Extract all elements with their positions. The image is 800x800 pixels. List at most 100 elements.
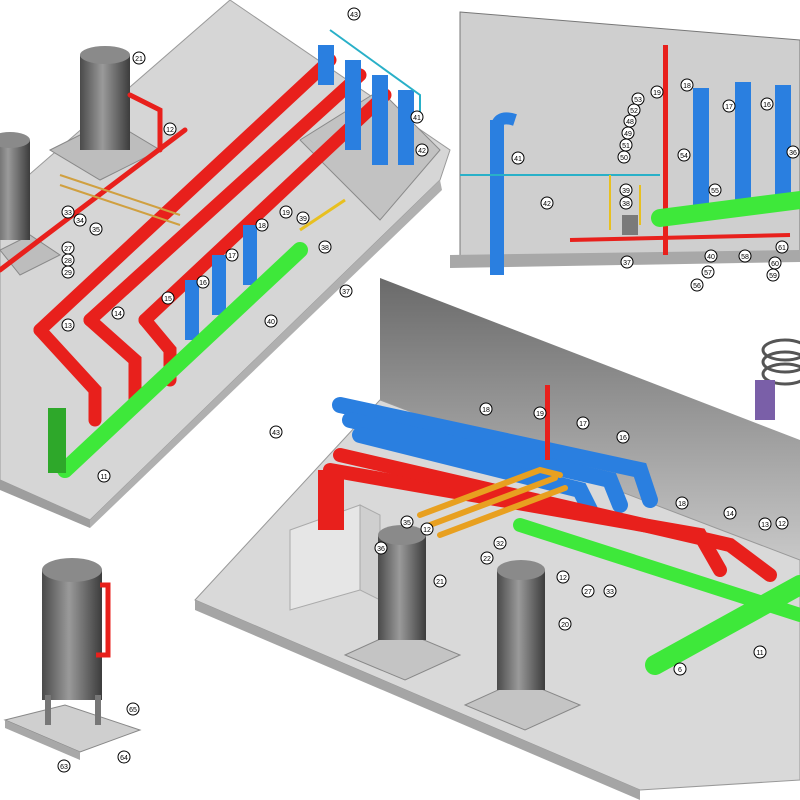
green-header <box>48 242 308 478</box>
svg-text:12: 12 <box>423 527 431 534</box>
callout: 49 <box>621 126 635 140</box>
svg-text:19: 19 <box>282 210 290 217</box>
callout: 36 <box>374 541 388 555</box>
relief-pipe <box>96 582 111 658</box>
callout: 51 <box>619 138 633 152</box>
callout: 18 <box>680 78 694 92</box>
callout: 54 <box>677 148 691 162</box>
callout: 41 <box>410 110 424 124</box>
callout: 16 <box>616 430 630 444</box>
callout: 35 <box>400 515 414 529</box>
callout: 11 <box>97 469 111 483</box>
svg-text:43: 43 <box>350 12 358 19</box>
svg-text:12: 12 <box>778 521 786 528</box>
hot-riser <box>545 385 550 460</box>
callouts: 65 63 64 <box>57 702 140 773</box>
callout: 43 <box>269 425 283 439</box>
coil-unit <box>755 338 800 420</box>
callout: 18 <box>255 218 269 232</box>
callout: 38 <box>619 196 633 210</box>
svg-text:17: 17 <box>579 421 587 428</box>
green-header <box>645 575 800 675</box>
svg-text:32: 32 <box>496 541 504 548</box>
storage-tank <box>378 525 426 640</box>
callout: 20 <box>558 617 572 631</box>
callout: 14 <box>723 506 737 520</box>
callout: 19 <box>533 406 547 420</box>
callout: 17 <box>722 99 736 113</box>
callout: 42 <box>540 196 554 210</box>
svg-text:49: 49 <box>624 131 632 138</box>
svg-text:55: 55 <box>711 188 719 195</box>
callout: 17 <box>225 248 239 262</box>
svg-text:19: 19 <box>653 90 661 97</box>
svg-text:17: 17 <box>725 104 733 111</box>
svg-text:28: 28 <box>64 258 72 265</box>
svg-text:42: 42 <box>543 201 551 208</box>
svg-text:53: 53 <box>634 97 642 104</box>
callout: 22 <box>480 551 494 565</box>
svg-text:65: 65 <box>129 707 137 714</box>
callout: 65 <box>126 702 140 716</box>
svg-text:58: 58 <box>741 254 749 261</box>
view-bottom-left: 65 63 64 <box>3 558 142 773</box>
view-top-right: 41 42 19 18 17 16 53 52 48 49 51 50 54 5… <box>450 11 800 292</box>
svg-text:34: 34 <box>76 218 84 225</box>
callout: 58 <box>738 249 752 263</box>
cold-pipes <box>332 397 658 518</box>
slab-edge <box>0 480 90 528</box>
callout: 33 <box>603 584 617 598</box>
tank-pad-edge <box>5 720 80 760</box>
svg-text:29: 29 <box>64 270 72 277</box>
callout: 36 <box>786 145 800 159</box>
svg-text:27: 27 <box>64 246 72 253</box>
callout: 39 <box>619 183 633 197</box>
svg-text:21: 21 <box>135 56 143 63</box>
callout: 60 <box>768 256 782 270</box>
svg-text:59: 59 <box>769 273 777 280</box>
callout: 38 <box>318 240 332 254</box>
svg-text:41: 41 <box>413 115 421 122</box>
callout: 32 <box>493 536 507 550</box>
svg-text:40: 40 <box>707 254 715 261</box>
svg-text:12: 12 <box>559 575 567 582</box>
callout: 19 <box>650 85 664 99</box>
callout: 43 <box>347 7 361 21</box>
svg-text:64: 64 <box>120 755 128 762</box>
callouts: 43 18 19 17 16 36 35 12 18 14 13 12 21 2… <box>269 402 789 676</box>
svg-text:52: 52 <box>630 108 638 115</box>
svg-text:18: 18 <box>258 223 266 230</box>
svg-text:13: 13 <box>761 522 769 529</box>
callout: 63 <box>57 759 71 773</box>
callouts: 41 42 19 18 17 16 53 52 48 49 51 50 54 5… <box>511 78 800 292</box>
svg-text:57: 57 <box>704 270 712 277</box>
callout: 39 <box>296 211 310 225</box>
callout: 33 <box>61 205 75 219</box>
slab-edge <box>195 600 640 800</box>
svg-text:51: 51 <box>622 143 630 150</box>
svg-text:17: 17 <box>228 253 236 260</box>
svg-text:14: 14 <box>726 511 734 518</box>
callout: 40 <box>264 314 278 328</box>
svg-text:6: 6 <box>678 667 682 674</box>
svg-text:19: 19 <box>536 411 544 418</box>
svg-text:11: 11 <box>100 474 107 481</box>
svg-text:13: 13 <box>64 323 72 330</box>
storage-tank <box>497 560 545 690</box>
callout: 14 <box>111 306 125 320</box>
svg-text:61: 61 <box>778 245 786 252</box>
callout: 18 <box>479 402 493 416</box>
svg-text:27: 27 <box>584 589 592 596</box>
svg-text:41: 41 <box>514 156 522 163</box>
callout: 16 <box>760 97 774 111</box>
svg-text:40: 40 <box>267 319 275 326</box>
cold-riser <box>490 120 504 275</box>
svg-text:16: 16 <box>199 280 207 287</box>
callout: 12 <box>163 122 177 136</box>
callout: 34 <box>73 213 87 227</box>
svg-text:18: 18 <box>482 407 490 414</box>
svg-text:43: 43 <box>272 430 280 437</box>
svg-text:60: 60 <box>771 261 779 268</box>
cold-risers <box>185 45 414 340</box>
cold-risers <box>693 82 791 208</box>
